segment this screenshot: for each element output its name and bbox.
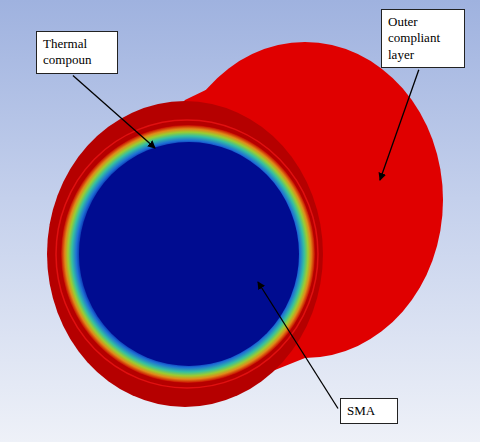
callout-text: Outer compliant layer (388, 14, 458, 63)
callout-box: Thermal compoun (36, 31, 118, 74)
thermal-compound-ring (61, 125, 315, 383)
leader-arrow (380, 70, 419, 180)
leader-arrow (73, 76, 155, 149)
sma-core (79, 142, 299, 366)
callout-text: Thermal compoun (43, 36, 111, 69)
layer-boundary (56, 120, 318, 388)
callout-text: SMA (347, 403, 391, 419)
outer-layer-face (47, 101, 323, 407)
cylinder-side (47, 42, 443, 406)
callout-box: SMA (340, 398, 398, 424)
callout-box: Outer compliant layer (381, 9, 465, 68)
leader-arrow (258, 282, 338, 409)
